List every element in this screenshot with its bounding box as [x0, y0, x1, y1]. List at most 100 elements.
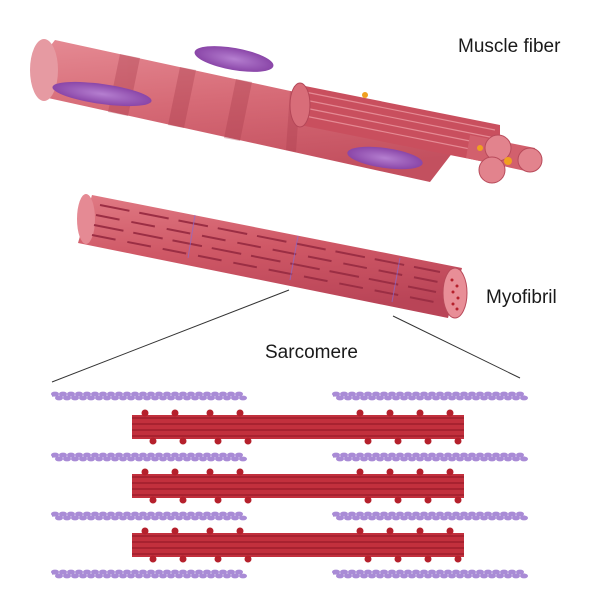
actin-right-3-bead: [468, 511, 476, 517]
actin-left-3-bead: [191, 515, 199, 521]
thick-filament-3-myosin-head: [424, 555, 432, 563]
actin-left-4-bead: [175, 573, 183, 579]
thick-filament-3-myosin-head: [214, 555, 222, 563]
thick-filament-1-myosin-head: [364, 437, 372, 445]
actin-right-2-bead: [396, 452, 404, 458]
actin-right-4-bead: [484, 569, 492, 575]
actin-left-4-bead: [135, 573, 143, 579]
actin-right-4-bead: [476, 569, 484, 575]
actin-left-1-bead: [227, 391, 235, 397]
actin-right-2-bead: [440, 456, 448, 462]
actin-left-2-bead: [103, 456, 111, 462]
thick-filament-2-myosin-head: [454, 496, 462, 504]
thick-filament-1-myosin-head: [424, 437, 432, 445]
actin-left-1-bead: [55, 395, 63, 401]
actin-right-3-bead: [416, 515, 424, 521]
thick-filament-1-myosin-head: [244, 437, 252, 445]
actin-right-1-bead: [444, 391, 452, 397]
actin-right-2-bead: [376, 456, 384, 462]
actin-right-1-bead: [332, 391, 340, 397]
actin-left-3-bead: [75, 511, 83, 517]
myofibril-label: Myofibril: [486, 287, 557, 308]
actin-right-4-bead: [500, 569, 508, 575]
actin-left-1-bead: [111, 395, 119, 401]
actin-right-1-bead: [436, 391, 444, 397]
actin-left-2-bead: [67, 452, 75, 458]
thick-filament-1-myosin-head: [149, 437, 157, 445]
actin-left-1-bead: [219, 391, 227, 397]
actin-right-2-bead: [388, 452, 396, 458]
actin-left-3-bead: [71, 515, 79, 521]
actin-left-4-bead: [191, 573, 199, 579]
actin-left-4-bead: [59, 569, 67, 575]
actin-right-1-bead: [416, 395, 424, 401]
thick-filament-3-myosin-head: [244, 555, 252, 563]
actin-right-1-bead: [352, 395, 360, 401]
actin-left-1-bead: [95, 395, 103, 401]
actin-left-3-bead: [111, 515, 119, 521]
actin-left-1-bead: [123, 391, 131, 397]
actin-left-3-bead: [207, 515, 215, 521]
actin-right-3-bead: [440, 515, 448, 521]
actin-right-4-bead: [440, 573, 448, 579]
actin-right-3-bead: [356, 511, 364, 517]
actin-left-3-bead: [211, 511, 219, 517]
thick-filament-2-myosin-head: [386, 468, 394, 476]
actin-right-4-bead: [420, 569, 428, 575]
actin-right-1-bead: [404, 391, 412, 397]
actin-left-1-bead: [51, 391, 59, 397]
actin-left-3-bead: [235, 511, 243, 517]
actin-left-1-bead: [147, 391, 155, 397]
actin-left-1-bead: [115, 391, 123, 397]
actin-left-3-bead: [163, 511, 171, 517]
actin-left-2-bead: [55, 456, 63, 462]
thick-filament-2-myosin-head: [171, 468, 179, 476]
actin-right-2-bead: [472, 456, 480, 462]
actin-right-3-bead: [512, 515, 520, 521]
actin-left-4-bead: [119, 573, 127, 579]
actin-left-3-bead: [139, 511, 147, 517]
actin-right-4-bead: [512, 573, 520, 579]
actin-left-1-bead: [71, 395, 79, 401]
actin-right-2-bead: [464, 456, 472, 462]
actin-right-3-bead: [488, 515, 496, 521]
zoom-line-right: [392, 315, 521, 379]
actin-right-3-bead: [476, 511, 484, 517]
actin-left-4-bead: [211, 569, 219, 575]
actin-left-1-bead: [163, 391, 171, 397]
actin-left-3-bead: [55, 515, 63, 521]
actin-right-3-bead: [384, 515, 392, 521]
actin-right-4-bead: [516, 569, 524, 575]
thick-filament-2-myosin-head: [149, 496, 157, 504]
actin-left-3-bead: [147, 511, 155, 517]
actin-right-2-bead: [444, 452, 452, 458]
actin-right-3-bead: [460, 511, 468, 517]
actin-left-4-bead: [103, 573, 111, 579]
actin-left-4-bead: [139, 569, 147, 575]
actin-left-2-bead: [167, 456, 175, 462]
actin-left-4-bead: [143, 573, 151, 579]
actin-left-4-bead: [111, 573, 119, 579]
actin-left-2-bead: [163, 452, 171, 458]
actin-left-2-bead: [119, 456, 127, 462]
actin-left-2-bead: [135, 456, 143, 462]
thick-filament-1-myosin-head: [206, 409, 214, 417]
actin-left-3-bead: [187, 511, 195, 517]
actin-right-3-bead: [412, 511, 420, 517]
actin-left-4-bead: [151, 573, 159, 579]
actin-right-2-bead: [488, 456, 496, 462]
actin-left-2-bead: [227, 452, 235, 458]
actin-left-2-bead: [155, 452, 163, 458]
actin-left-4-bead: [99, 569, 107, 575]
actin-right-4-bead: [376, 573, 384, 579]
muscle-fiber: [30, 39, 543, 184]
actin-left-4-bead: [127, 573, 135, 579]
actin-right-1-bead: [428, 391, 436, 397]
actin-left-2-bead: [127, 456, 135, 462]
thick-filament-3-myosin-head: [236, 527, 244, 535]
actin-left-1-bead: [207, 395, 215, 401]
actin-right-3-bead: [480, 515, 488, 521]
actin-left-1-bead: [235, 391, 243, 397]
actin-left-4-bead: [227, 569, 235, 575]
